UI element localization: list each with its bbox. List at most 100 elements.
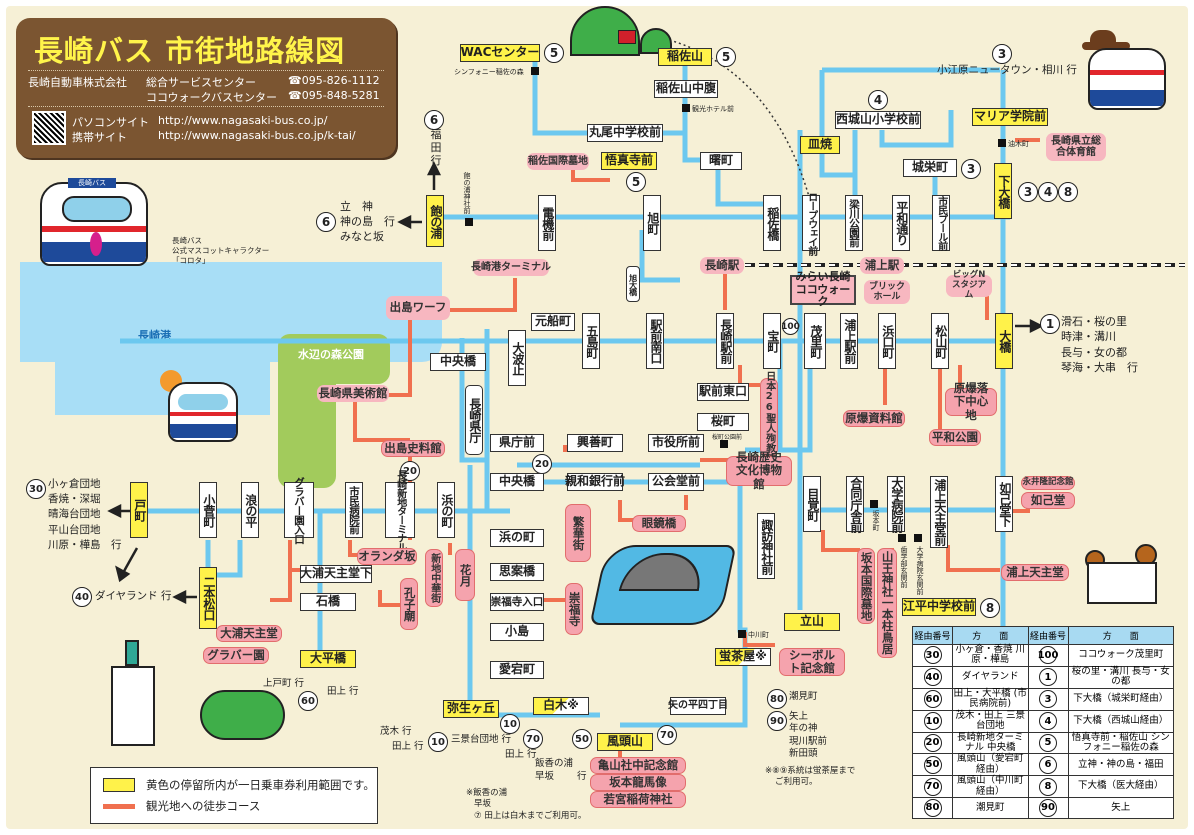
stop-urakami-tenshudo-mae[interactable]: 浦上天主堂前 [930,476,948,548]
sight-dejima-wharf[interactable]: 出島ワーフ [386,296,450,320]
stop-shiraki[interactable]: 白木※ [533,697,589,715]
sight-kameyama-shachu[interactable]: 亀山社中記念館 [590,757,686,774]
stop-shiyakusho[interactable]: 市役所前 [648,434,704,452]
stop-asahi-ohashi[interactable]: 旭大橋 [626,266,640,302]
stop-shinchi-terminal[interactable]: 長崎新地ターミナル [385,470,415,551]
sight-26-martyrs[interactable]: 日本26聖人殉教地 [760,371,778,463]
stop-oura-tenshudoshita[interactable]: 大浦天主堂下 [300,565,372,583]
stop-yayoigaoka[interactable]: 弥生ヶ丘 [443,700,499,718]
stop-ekimae-higashi[interactable]: 駅前東口 [697,383,749,401]
sight-glover-garden[interactable]: グラバー園 [203,647,269,664]
stop-ekimaeminami[interactable]: 駅前南口 [646,313,664,369]
stop-maruo[interactable]: 丸尾中学校前 [587,124,663,142]
sight-sofukuji[interactable]: 崇福寺 [565,583,583,635]
sight-art-museum[interactable]: 長崎県美術館 [317,385,389,402]
stop-tomachi[interactable]: 戸町 [130,482,148,538]
stop-heiwadori[interactable]: 平和通り [892,195,910,251]
stop-nagasaki-kencho[interactable]: 長崎県庁 [465,385,483,455]
stop-glover-iriguchi[interactable]: グラバー園入口 [284,477,314,543]
stop-ishibashi[interactable]: 石橋 [300,593,356,611]
sight-oura-cathedral[interactable]: 大浦天主堂 [216,625,282,642]
sight-urakami-cathedral[interactable]: 浦上天主堂 [1001,564,1069,581]
stop-shimin-byoin[interactable]: 市民病院前 [345,482,363,538]
stop-suwa[interactable]: 諏訪神社前 [757,513,775,579]
stop-goshinji[interactable]: 悟真寺前 [601,152,657,170]
stop-inasabashi[interactable]: 稲佐橋 [763,195,781,251]
sight-siebold[interactable]: シーボルト記念館 [779,648,845,676]
stop-kojima[interactable]: 小島 [490,623,544,641]
sight-kagetsu[interactable]: 花月 [455,549,475,601]
stop-denkimae[interactable]: 電機前 [538,195,556,251]
stop-yanohira[interactable]: 矢の平四丁目 [668,697,728,715]
qr-code[interactable] [32,111,66,145]
sight-meganebashi[interactable]: 眼鏡橋 [632,515,686,532]
sight-oranda-zaka[interactable]: オランダ坂 [357,548,417,565]
stop-kosedo[interactable]: 小菅町 [199,482,217,538]
stop-joeimachi[interactable]: 城栄町 [903,159,957,177]
stop-takaramachi[interactable]: 宝町 [763,313,781,369]
stop-hotarujaya[interactable]: 蛍茶屋※ [715,648,771,666]
stop-shinwa-bank[interactable]: 親和銀行前 [565,473,625,491]
sight-port-terminal[interactable]: 長崎港ターミナル [471,259,551,276]
stop-hamanomachi-west[interactable]: 浜の町 [437,482,455,538]
sight-nagasaki-station[interactable]: 長崎駅 [700,257,744,274]
stop-morimachi[interactable]: 茂里町 [804,313,826,369]
sight-wakamiya-shrine[interactable]: 若宮稲荷神社 [590,791,686,808]
stop-hamaguchi[interactable]: 浜口町 [878,313,896,369]
stop-nyokodoshita[interactable]: 如己堂下 [995,476,1013,532]
sight-cocowalk[interactable]: みらい長崎ココウォーク [790,270,856,308]
stop-maria[interactable]: マリア学院前 [972,108,1048,126]
site-url-link[interactable]: http://www.nagasaki-bus.co.jp/k-tai/ [158,129,356,142]
stop-sofukuji-iriguchi[interactable]: 崇福寺入口 [490,593,544,611]
stop-ohashi[interactable]: 大橋 [995,313,1013,369]
sight-urakami-station[interactable]: 浦上駅 [860,257,904,274]
stop-inasayama[interactable]: 稲佐山 [658,48,712,66]
stop-yanagawa[interactable]: 梁川公園前 [845,195,863,251]
stop-sakuramachi[interactable]: 桜町 [697,413,749,431]
stop-nagasaki-ekimae[interactable]: 長崎駅前 [716,313,734,369]
center-phone[interactable]: ☎095-826-1112 [288,74,380,87]
stop-motofuna[interactable]: 元船町 [531,313,575,331]
stop-kokaido[interactable]: 公会堂前 [648,473,704,491]
stop-wac-center[interactable]: WACセンター [460,44,540,62]
stop-akebono[interactable]: 曙町 [700,152,742,170]
sight-peace-park[interactable]: 平和公園 [929,429,981,446]
stop-ropeway[interactable]: ロープウェイ前 [802,192,820,255]
stop-matsuyama[interactable]: 松山町 [931,313,949,369]
sight-bign-stadium[interactable]: ビッグNスタジアム [946,270,992,300]
stop-chuobashi-north[interactable]: 中央橋 [430,353,486,371]
stop-nihonmatsu[interactable]: 二本松口 [199,567,217,629]
sight-atomic-museum[interactable]: 原爆資料館 [843,410,905,427]
stop-urakami-ekimae[interactable]: 浦上駅前 [840,313,858,369]
stop-ohirabashi[interactable]: 大平橋 [300,650,356,668]
stop-asahimachi[interactable]: 旭町 [643,195,661,251]
sight-brick-hall[interactable]: ブリックホール [864,280,910,304]
stop-inasayama-chufuku[interactable]: 稲佐山中腹 [654,80,718,98]
stop-daigaku-byoin[interactable]: 大学病院前 [887,476,905,532]
stop-ohato[interactable]: 大波止 [508,330,526,386]
stop-nishishiroyama[interactable]: 西城山小学校前 [835,111,921,129]
sight-shinchi-chinatown[interactable]: 新地中華街 [425,549,443,607]
sight-kotobyo[interactable]: 孔子廟 [400,578,418,630]
stop-shianbashi[interactable]: 思案橋 [490,563,544,581]
stop-atagomachi[interactable]: 愛宕町 [490,661,544,679]
site-url-link[interactable]: http://www.nagasaki-bus.co.jp/ [158,114,328,127]
stop-goto[interactable]: 五島町 [582,313,600,369]
stop-godo-chosha[interactable]: 合同庁舎前 [846,476,864,532]
sight-sakamoto-cemetery[interactable]: 坂本国際墓地 [857,548,875,624]
stop-chuobashi-south[interactable]: 中央橋 [490,473,544,491]
stop-megane-machi[interactable]: 目覚町 [803,476,821,532]
stop-sarayaki[interactable]: 皿焼 [800,136,840,154]
stop-naminohira[interactable]: 浪の平 [241,482,259,538]
stop-hamanomachi[interactable]: 浜の町 [490,529,544,547]
stop-kazagashira[interactable]: 風頭山 [597,733,653,751]
sight-sanno-shrine[interactable]: 山王神社一本柱鳥居 [877,548,897,658]
sight-nagai-museum[interactable]: 永井隆記念館 [1021,476,1075,490]
sight-dejima-museum[interactable]: 出島史料館 [381,440,445,457]
center-phone[interactable]: ☎095-848-5281 [288,89,380,102]
stop-shiminpool[interactable]: 市民プール前 [932,195,950,251]
stop-akunoura[interactable]: 飽の浦 [426,195,444,247]
sight-inasa-cemetery[interactable]: 稲佐国際墓地 [527,153,589,170]
stop-kozenmachi[interactable]: 興善町 [567,434,623,452]
sight-chinatown[interactable]: 繁華街 [565,504,591,562]
